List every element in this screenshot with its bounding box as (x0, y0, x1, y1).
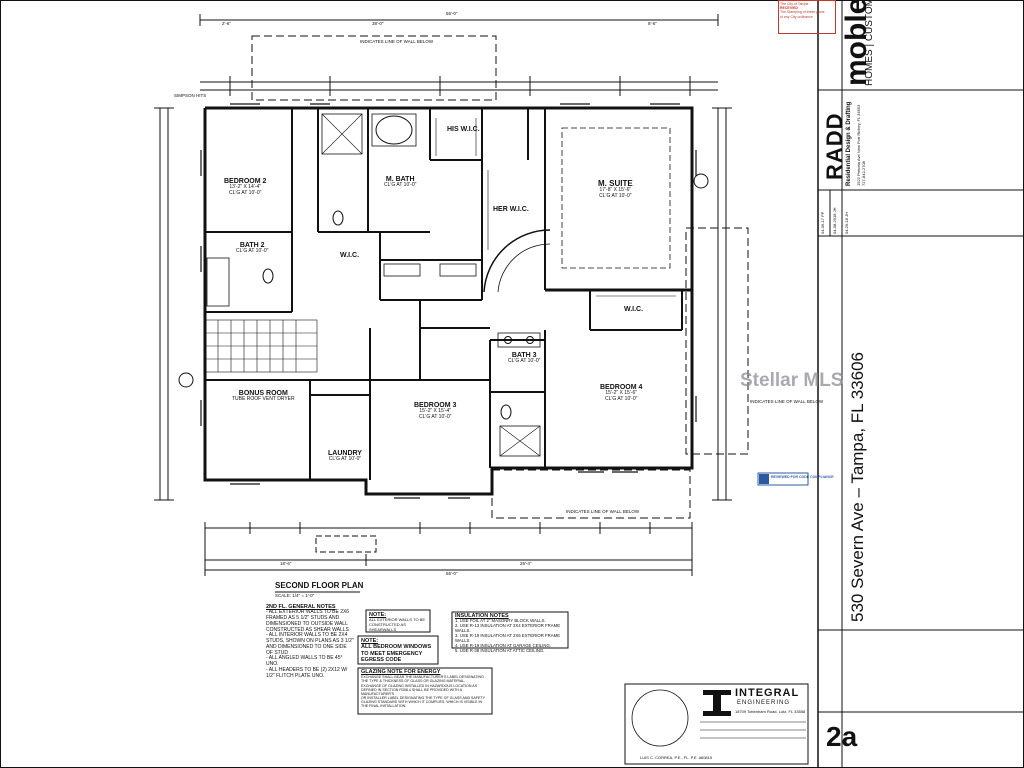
general-note-line: UNO. (266, 661, 279, 668)
dim-top-left: 2'-6" (222, 21, 231, 26)
dim-top-mid: 38'-0" (372, 21, 384, 26)
room-master-bath: M. BATH CL'G AT 10'-0" (384, 176, 417, 189)
room-master-suite: M. SUITE 17'-8" X 15'-6" CL'G AT 10'-0" (598, 179, 633, 199)
general-note-line: OF STUD (266, 649, 288, 656)
revision-date: 04-26-18 JH (844, 211, 849, 234)
dim-top-overall: 55'-0" (446, 11, 458, 16)
room-his-wic: HIS W.I.C. (447, 126, 480, 133)
general-note-line: - ALL HEADERS TO BE (2) 2X12 W/ (266, 666, 348, 673)
glazing-notes-title: GLAZING NOTE FOR ENERGY (361, 669, 441, 675)
note-shearwalls-title: NOTE: (369, 612, 387, 618)
city-stamp: The City of Tampa RECEIVED The Stamping … (778, 0, 836, 34)
glazing-note-line: DEFINED IN SECTION R308.4 SHALL BE PROVI… (361, 687, 462, 696)
general-note-line: - ALL INTERIOR WALLS TO BE 2X4 (266, 632, 348, 639)
insulation-note-line: 2. USE R-13 INSULATION AT 2X4 EXTERIOR F… (455, 623, 561, 634)
room-bedroom-2: BEDROOM 2 13'-2" X 14'-4" CL'G AT 10'-0" (224, 178, 267, 196)
insulation-note-line: 4. USE R-19 INSULATION AT GARAGE CEILING… (455, 643, 551, 648)
brand-subtitle: HOMES | CUSTOM (864, 0, 875, 86)
general-notes-title: 2ND FL. GENERAL NOTES (266, 604, 336, 610)
dim-top-right: 8'-6" (648, 21, 657, 26)
insulation-notes-title: INSULATION NOTES (455, 613, 509, 619)
sheet-number: 2a (826, 721, 858, 752)
note-egress: NOTE: ALL BEDROOM WINDOWS TO MEET EMERGE… (361, 638, 437, 663)
room-bath-2: BATH 2 CL'G AT 10'-0" (236, 242, 269, 255)
note-egress-title: NOTE: (361, 638, 379, 644)
project-address: 530 Severn Ave – Tampa, FL 33606 (848, 352, 867, 622)
glazing-note-line: THE TYPE & THICKNESS OF GLASS OR GLAZING… (361, 679, 466, 684)
engineer-address: 18709 Tottenham Road, Lutz, FL 33558 (735, 709, 806, 714)
insulation-note-line: 1. USE FOIL AT 2" MASONRY BLOCK WALLS. (455, 618, 546, 624)
room-bedroom-4: BEDROOM 4 15'-2" X 15'-6" CL'G AT 10'-0" (600, 384, 643, 402)
stamp-line: The Stamping of these plans (780, 10, 825, 15)
general-note-line: - ALL EXTERIOR WALLS TO BE 2X6 (266, 609, 350, 616)
glazing-notes: GLAZING NOTE FOR ENERGY EXCHANGE SHALL B… (361, 669, 491, 708)
stamp-line: of any City ordinance (780, 14, 813, 19)
room-wic: W.I.C. (624, 306, 644, 313)
general-note-line: 1/2" FLITCH PLATE UNO. (266, 672, 325, 679)
engineer-name: INTEGRAL (735, 687, 800, 699)
note-wall-below-bottom: INDICATES LINE OF WALL BELOW (566, 509, 640, 514)
glazing-note-line: THE FINAL INSTALLATION. (361, 704, 407, 709)
room-bonus: BONUS ROOM TUBE ROOF VENT DRYER (232, 390, 295, 403)
general-notes: 2ND FL. GENERAL NOTES - ALL EXTERIOR WAL… (266, 604, 356, 679)
stamp-line: The City of Tampa (780, 2, 809, 6)
title-block: The City of Tampa RECEIVED The Stamping … (778, 0, 1024, 768)
dim-bottom-right: 25'-4" (520, 561, 532, 566)
revision-date: 04-08-2018 JH (832, 207, 837, 234)
insulation-note-line: 3. USE R-19 INSULATION AT 2X6 EXTERIOR F… (455, 633, 561, 644)
note-simpson-hits: SIMPSON HITS (174, 93, 207, 98)
radd-logo: RADD (822, 112, 847, 180)
general-note-line: - ALL ANGLED WALLS TO BE 45° (266, 655, 343, 662)
general-note-line: DIMENSIONED TO OUTSIDE WALL (266, 620, 348, 627)
glazing-note-line: GLAZING STANDARD WITH WHICH IT COMPLIES,… (361, 700, 483, 705)
plan-title: SECOND FLOOR PLAN (275, 581, 364, 590)
glazing-note-line: OR INSTALLER LABEL DESIGNATING THE TYPE … (361, 695, 486, 700)
dim-bottom-left: 18'-6" (280, 561, 292, 566)
engineer-signature: LUIS C. CORREA, P.E., FL. P.E. #60815 (640, 755, 713, 760)
radd-subtitle: Residential Design & Drafting (846, 101, 852, 186)
note-shearwalls-text: ALL EXTERIOR WALLS TO BE CONSTRUCTED AS … (369, 617, 426, 632)
note-egress-text: ALL BEDROOM WINDOWS TO MEET EMERGENCY EG… (361, 644, 432, 663)
mls-watermark: Stellar MLS (740, 370, 844, 391)
general-note-line: STUDS, SHOWN ON PLANS AS 3 1/2" (266, 638, 354, 645)
general-note-line: AND DIMENSIONED TO ONE SIDE (266, 643, 347, 650)
note-wall-below-right: INDICATES LINE OF WALL BELOW (750, 399, 824, 404)
glazing-note-line: EXCHANGE SHALL BEAR THE MANUFACTURER'S L… (361, 675, 484, 680)
stamp-line: RECEIVED (780, 6, 798, 11)
plan-scale: SCALE: 1/4" = 1'-0" (275, 593, 315, 598)
glazing-note-line: EXCHANGE OF GLAZING INSTALLED IN HAZARDO… (361, 683, 478, 688)
dim-bottom-overall: 55'-0" (446, 571, 458, 576)
note-shearwalls: NOTE: ALL EXTERIOR WALLS TO BE CONSTRUCT… (369, 612, 429, 632)
engineer-subtitle: ENGINEERING (737, 700, 791, 706)
radd-address: 1522 Pretoria Ave New Port Richey, FL 34… (856, 104, 866, 186)
room-wic-2: W.I.C. (340, 252, 360, 259)
room-bedroom-3: BEDROOM 3 15'-2" X 15'-4" CL'G AT 10'-0" (414, 402, 457, 420)
insulation-note-line: 5. USE R-38 INSULATION AT ATTIC CEILING. (455, 647, 545, 653)
general-note-line: FRAMED AS 5 1/2" STUDS AND (266, 615, 340, 622)
room-laundry: LAUNDRY CL'G AT 10'-0" (328, 450, 362, 463)
general-note-line: CONSTRUCTED AS SHEAR WALLS (266, 626, 349, 633)
room-her-wic: HER W.I.C. (493, 206, 529, 213)
room-bath-3: BATH 3 CL'G AT 10'-0" (508, 352, 541, 365)
note-wall-below-top: INDICATES LINE OF WALL BELOW (360, 39, 434, 44)
revision-date: 04-06-17 PP (820, 211, 825, 234)
compliance-badge: REVIEWED FOR CODE COMPLIANCE (771, 475, 834, 479)
insulation-notes: INSULATION NOTES 1. USE FOIL AT 2" MASON… (455, 613, 567, 654)
